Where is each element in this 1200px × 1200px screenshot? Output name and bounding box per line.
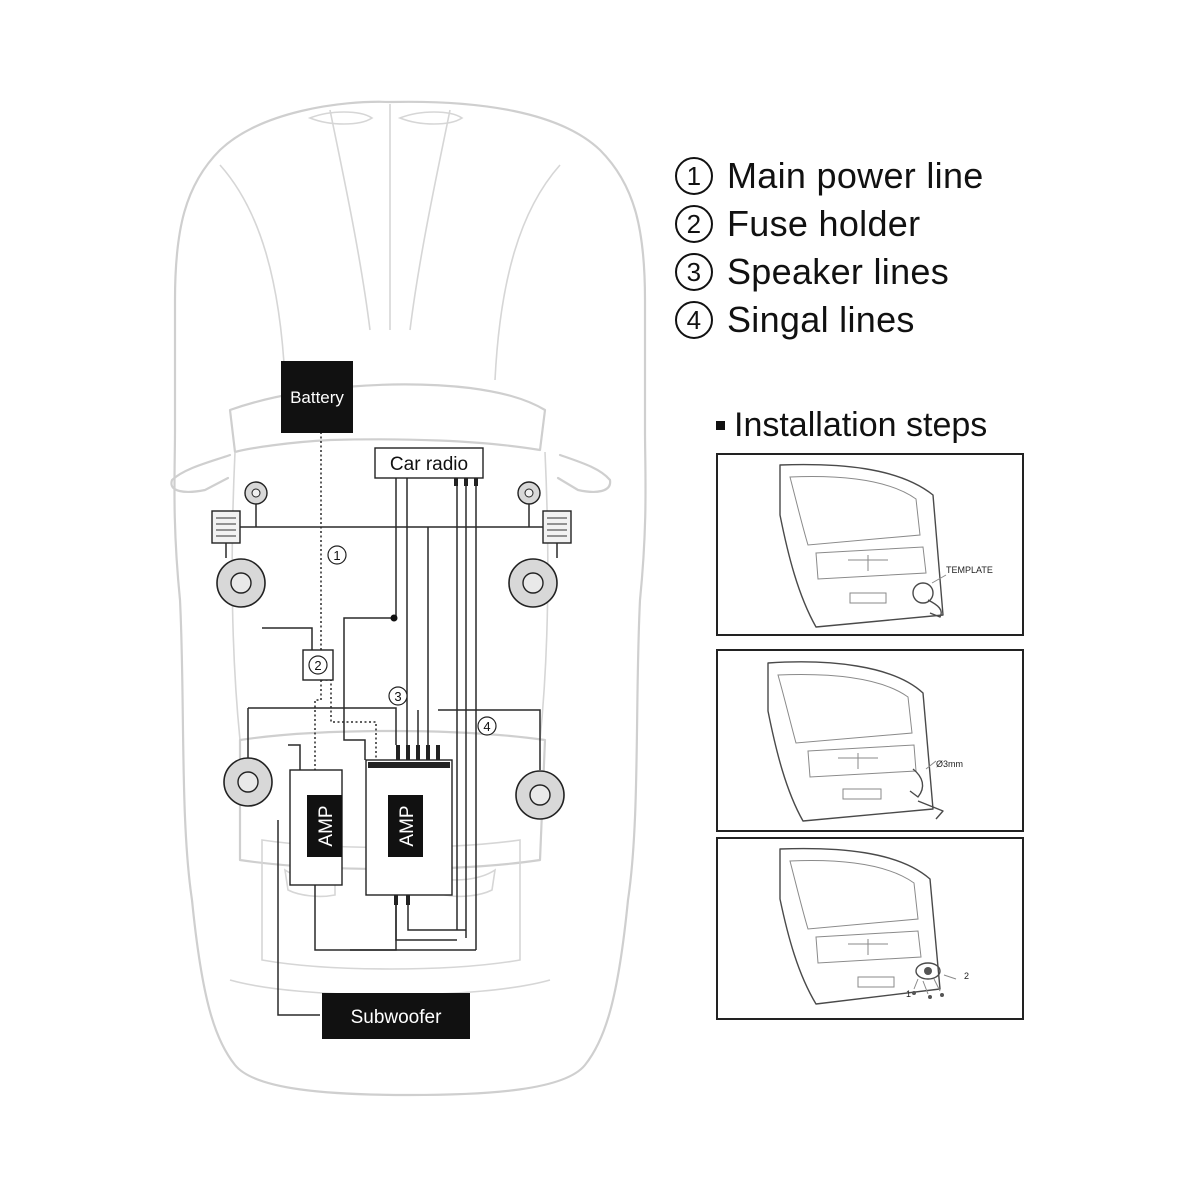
legend-number: 3 bbox=[675, 253, 713, 291]
installation-steps-title: Installation steps bbox=[716, 406, 987, 445]
battery: Battery bbox=[281, 361, 353, 433]
svg-text:1: 1 bbox=[333, 548, 340, 563]
legend-number: 2 bbox=[675, 205, 713, 243]
svg-text:2: 2 bbox=[314, 658, 321, 673]
car-wiring-diagram: 1 2 3 4 Battery Car radio AMP AMP Subwoo… bbox=[170, 100, 647, 1097]
marker-4: 4 bbox=[477, 716, 497, 736]
legend-label: Speaker lines bbox=[727, 251, 950, 292]
svg-text:Subwoofer: Subwoofer bbox=[351, 1007, 443, 1028]
door-drill-illustration bbox=[767, 661, 944, 822]
legend-number: 1 bbox=[675, 157, 713, 195]
speaker-rear-right bbox=[515, 770, 565, 820]
installation-step-1: TEMPLATE bbox=[716, 453, 1024, 636]
tweeter-left bbox=[244, 481, 268, 505]
legend-item: 2 Fuse holder bbox=[675, 200, 984, 248]
installation-step-3: 1 2 bbox=[716, 837, 1024, 1020]
marker-3: 3 bbox=[388, 686, 408, 706]
fuse-holder: 2 bbox=[302, 649, 334, 681]
drill-size-annotation: Ø3mm bbox=[936, 759, 963, 769]
part-annotation-2: 2 bbox=[964, 971, 970, 981]
subwoofer: Subwoofer bbox=[322, 993, 470, 1039]
wiring bbox=[225, 432, 558, 1016]
marker-1: 1 bbox=[327, 545, 347, 565]
speaker-front-left bbox=[216, 558, 266, 608]
speaker-rear-left bbox=[223, 757, 273, 807]
legend-item: 3 Speaker lines bbox=[675, 248, 984, 296]
legend: 1 Main power line 2 Fuse holder 3 Speaker l… bbox=[675, 152, 984, 344]
door-template-illustration bbox=[779, 463, 947, 628]
svg-text:Battery: Battery bbox=[290, 388, 344, 407]
svg-text:3: 3 bbox=[394, 689, 401, 704]
legend-number: 4 bbox=[675, 301, 713, 339]
legend-item: 1 Main power line bbox=[675, 152, 984, 200]
legend-label: Main power line bbox=[727, 155, 984, 196]
door-mount-illustration bbox=[779, 847, 957, 1005]
legend-item: 4 Singal lines bbox=[675, 296, 984, 344]
speaker-front-right bbox=[508, 558, 558, 608]
svg-text:AMP: AMP bbox=[316, 805, 337, 846]
amp-right: AMP bbox=[365, 745, 453, 905]
legend-label: Fuse holder bbox=[727, 203, 921, 244]
legend-label: Singal lines bbox=[727, 299, 915, 340]
car-radio: Car radio bbox=[374, 447, 484, 486]
svg-text:AMP: AMP bbox=[397, 805, 418, 846]
template-annotation: TEMPLATE bbox=[946, 565, 993, 575]
installation-step-2: Ø3mm bbox=[716, 649, 1024, 832]
svg-text:Car radio: Car radio bbox=[390, 454, 468, 475]
crossover-left bbox=[211, 510, 241, 544]
bullet-square-icon bbox=[716, 421, 725, 430]
crossover-right bbox=[542, 510, 572, 544]
tweeter-right bbox=[517, 481, 541, 505]
installation-steps-label: Installation steps bbox=[734, 406, 988, 444]
amp-left: AMP bbox=[289, 769, 343, 886]
part-annotation-1: 1 bbox=[906, 989, 912, 999]
svg-text:4: 4 bbox=[483, 719, 490, 734]
